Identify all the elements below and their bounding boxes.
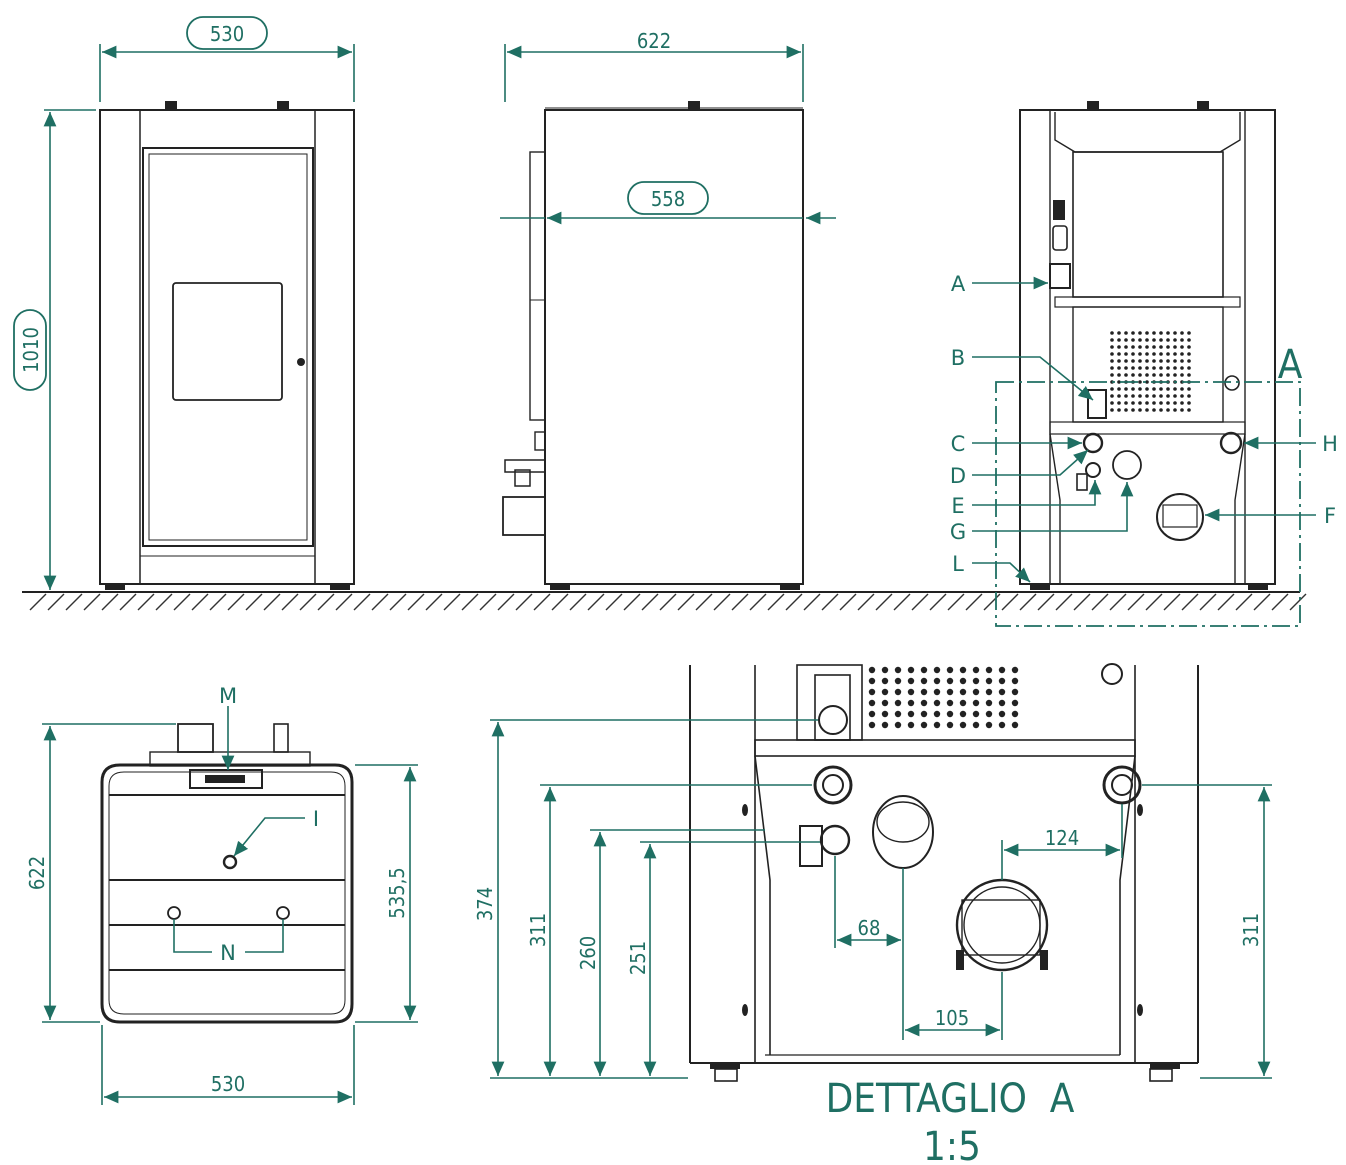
label-d: D [950,464,966,488]
detail-title: DETTAGLIO A [826,1076,1075,1122]
rear-view [1019,101,1276,590]
detail-a-box: A [995,342,1303,627]
label-h: H [1322,432,1338,456]
detail-311-left-value: 311 [526,913,550,947]
detail-251-value: 251 [626,941,650,975]
label-a: A [951,272,966,296]
front-view [99,101,355,590]
detail-scale: 1:5 [923,1124,981,1165]
label-m: M [219,684,237,708]
top-callouts: M I N [173,684,319,965]
front-width-value: 530 [210,22,244,46]
label-c: C [951,432,966,456]
detail-105-value: 105 [935,1006,969,1030]
detail-a-dimensions: 374 311 260 251 311 124 68 105 [473,719,1272,1079]
label-l: L [952,552,964,576]
ground-line [22,591,1307,611]
detail-68-value: 68 [858,916,881,940]
top-view [100,723,354,1024]
label-b: B [951,346,965,370]
rear-callouts: A B C D E G L H F [950,272,1338,583]
label-e: E [951,494,964,518]
detail-311-right-value: 311 [1239,913,1263,947]
top-width-value: 530 [211,1072,245,1096]
side-view [502,101,804,590]
label-n: N [220,941,236,965]
detail-374-value: 374 [473,887,497,921]
top-inner-depth-value: 535,5 [385,867,409,919]
top-dimensions: 622 535,5 530 [25,723,418,1105]
detail-124-value: 124 [1045,826,1079,850]
side-inner-dimension: 558 [500,181,836,225]
detail-a-view [689,663,1199,1082]
side-depth-value: 622 [637,29,671,53]
front-height-dimension: 1010 [13,109,96,590]
label-g: G [950,520,966,544]
label-f: F [1324,504,1336,528]
top-depth-value: 622 [25,856,49,890]
side-depth-dimension: 622 [504,29,804,102]
detail-260-value: 260 [576,936,600,970]
section-marker: A [1278,342,1303,388]
label-i: I [313,807,319,831]
side-inner-value: 558 [651,187,685,211]
front-width-dimension: 530 [99,16,355,102]
front-height-value: 1010 [19,327,43,373]
